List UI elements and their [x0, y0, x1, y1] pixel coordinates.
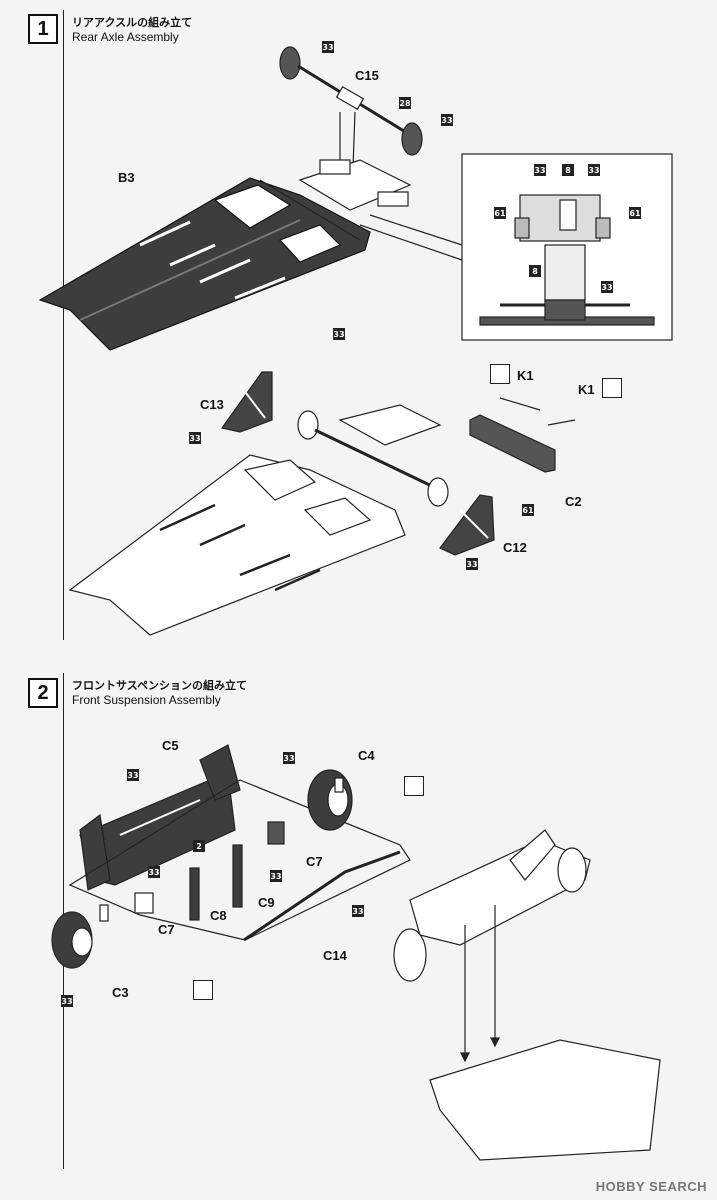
chassis-outline	[68, 454, 406, 636]
step-2-title-jp: フロントサスペンションの組み立て	[72, 679, 248, 692]
step-1-title-en: Rear Axle Assembly	[72, 30, 179, 44]
part-c2	[469, 414, 556, 473]
front-frame-c5	[79, 744, 241, 891]
rear-axle-c15	[279, 46, 423, 156]
callout-33: 33	[322, 41, 334, 53]
label-c3: C3	[112, 985, 129, 1000]
detail-inset	[359, 153, 673, 341]
callout-33: 33	[189, 432, 201, 444]
chassis-b3	[38, 177, 371, 351]
bracket-c13	[220, 371, 273, 433]
label-k1-b: K1	[578, 382, 595, 397]
front-assembly-view	[393, 829, 661, 1161]
step-1-divider	[63, 10, 64, 46]
callout-8: 8	[529, 265, 541, 277]
callout-33: 33	[61, 995, 73, 1007]
label-c8: C8	[210, 908, 227, 923]
callout-33: 33	[270, 870, 282, 882]
step-2-title-en: Front Suspension Assembly	[72, 693, 221, 707]
label-b3: B3	[118, 170, 135, 185]
callout-33: 33	[588, 164, 600, 176]
callout-28: 28	[399, 97, 411, 109]
watermark: HOBBY SEARCH	[595, 1179, 707, 1194]
callout-33: 33	[333, 328, 345, 340]
axle-assembly-view2	[297, 404, 449, 507]
callout-33: 33	[283, 752, 295, 764]
label-c7-left: C7	[158, 922, 175, 937]
callout-33: 33	[127, 769, 139, 781]
callout-2: 2	[193, 840, 205, 852]
gearbox-unit	[259, 159, 412, 241]
callout-33: 33	[466, 558, 478, 570]
callout-33: 33	[534, 164, 546, 176]
step-1-frame-left	[63, 46, 64, 640]
callout-61: 61	[494, 207, 506, 219]
callout-33: 33	[148, 866, 160, 878]
no-glue-icon	[404, 776, 424, 796]
step-1-title-jp: リアアクスルの組み立て	[72, 16, 193, 29]
label-c15: C15	[355, 68, 379, 83]
label-c14: C14	[323, 948, 347, 963]
callout-8: 8	[562, 164, 574, 176]
label-c4: C4	[358, 748, 375, 763]
no-glue-icon	[193, 980, 213, 1000]
callout-61: 61	[629, 207, 641, 219]
label-c12: C12	[503, 540, 527, 555]
callout-33: 33	[441, 114, 453, 126]
shock-c8	[189, 867, 200, 921]
label-c2: C2	[565, 494, 582, 509]
label-c5: C5	[162, 738, 179, 753]
glue-icon	[490, 364, 510, 384]
step-1-number: 1	[28, 14, 58, 44]
clip-c7-right	[267, 821, 285, 845]
label-k1-a: K1	[517, 368, 534, 383]
shock-c9	[232, 844, 243, 908]
label-c13: C13	[200, 397, 224, 412]
glue-icon	[602, 378, 622, 398]
label-c9: C9	[258, 895, 275, 910]
clip-c7-left	[134, 892, 154, 914]
callout-33: 33	[352, 905, 364, 917]
step-2-number: 2	[28, 678, 58, 708]
wheel-c4	[307, 769, 353, 831]
tie-rod-c14	[243, 850, 401, 942]
wheel-c3	[51, 904, 109, 969]
step-2-divider	[63, 673, 64, 709]
callout-61: 61	[522, 504, 534, 516]
label-c7-right: C7	[306, 854, 323, 869]
callout-33: 33	[601, 281, 613, 293]
bracket-c12	[439, 494, 495, 556]
